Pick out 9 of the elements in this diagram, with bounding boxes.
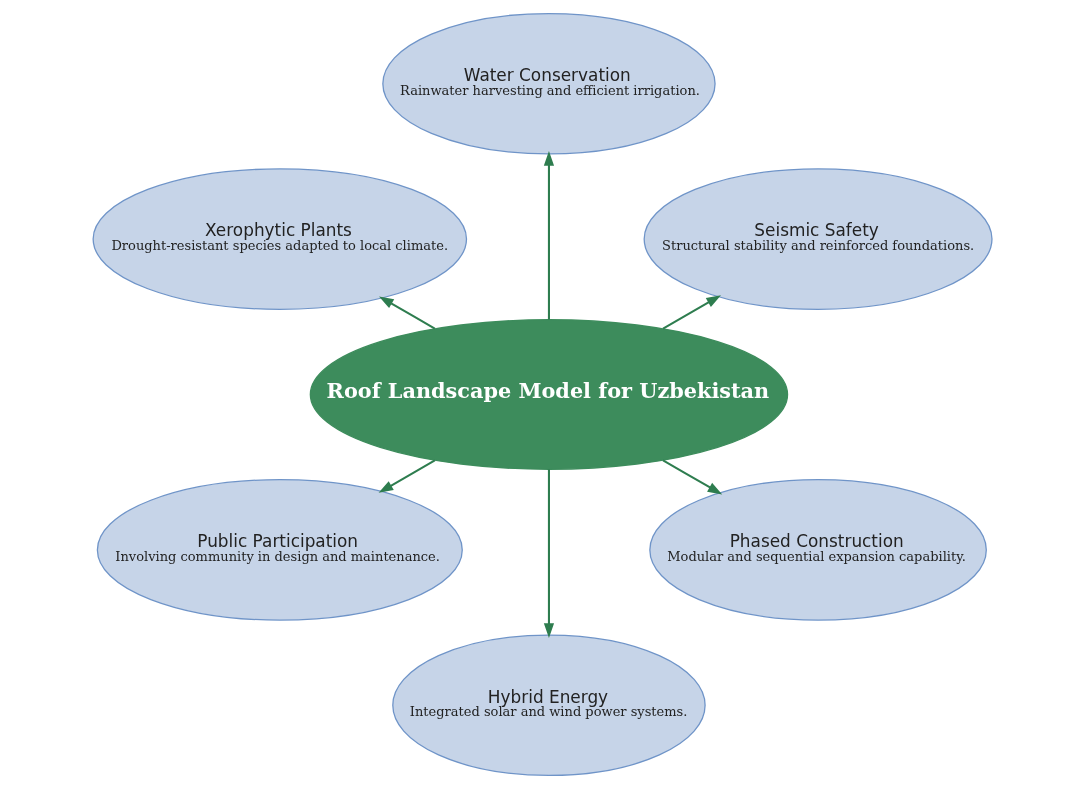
arrow [378, 296, 435, 330]
arrow [662, 459, 722, 495]
arrow [543, 469, 554, 638]
node-ellipse: Roof Landscape Model for Uzbekistan [309, 319, 788, 470]
arrow [543, 151, 554, 320]
arrow [662, 295, 721, 330]
node-ellipse: Hybrid Energy Integrated solar and wind power systems. [391, 634, 706, 777]
arrow [378, 459, 435, 493]
node-ellipse: Water Conservation Rainwater harvesting and efficient irrigation. [381, 12, 716, 155]
